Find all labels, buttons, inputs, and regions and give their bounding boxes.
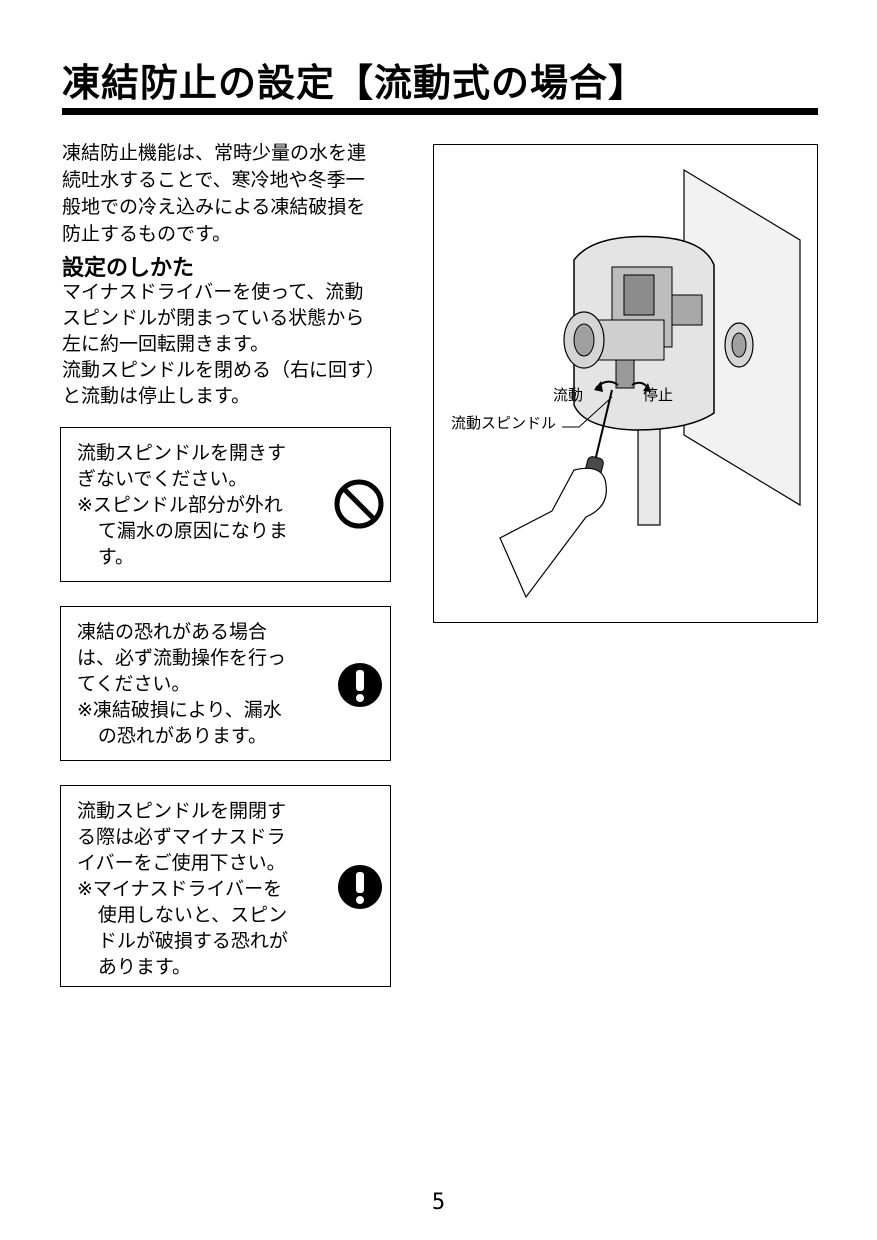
caution-text: 凍結の恐れがある場合 は、必ず流動操作を行っ てください。 ※凍結破損により、漏… <box>77 619 317 749</box>
caution-note: す。 <box>97 546 134 568</box>
sleeve <box>499 510 587 599</box>
label-flow-spindle: 流動スピンドル <box>451 414 557 432</box>
caution-line: ぎないでください。 <box>77 468 248 490</box>
intro-line: 防止するものです。 <box>62 223 232 245</box>
intro-line: 般地での冷え込みによる凍結破損を <box>62 196 366 218</box>
caution-note: ※マイナスドライバーを <box>77 878 283 900</box>
intro-paragraph: 凍結防止機能は、常時少量の水を連 続吐水することで、寒冷地や冬季一 般地での冷え… <box>62 140 407 248</box>
caution-text: 流動スピンドルを開閉す る際は必ずマイナスドラ イバーをご使用下さい。 ※マイナ… <box>77 798 317 980</box>
caution-line: 流動スピンドルを開きす <box>77 442 287 464</box>
label-stop: 停止 <box>643 386 674 404</box>
valve-drawing <box>499 168 801 599</box>
instruction-line: スピンドルが閉まっている状態から <box>62 307 365 329</box>
page-title: 凍結防止の設定【流動式の場合】 <box>62 61 648 105</box>
screwdriver-shaft <box>595 389 613 458</box>
caution-note: の恐れがあります。 <box>97 725 267 747</box>
page-number: 5 <box>431 1190 446 1215</box>
mandatory-icon <box>338 865 382 909</box>
intro-line: 続吐水することで、寒冷地や冬季一 <box>62 169 365 191</box>
caution-note: あります。 <box>97 956 191 978</box>
instruction-line: 流動スピンドルを閉める（右に回す） <box>62 359 386 381</box>
caution-box-mandatory: 凍結の恐れがある場合 は、必ず流動操作を行っ てください。 ※凍結破損により、漏… <box>60 606 391 761</box>
instruction-line: マイナスドライバーを使って、流動 <box>62 281 364 303</box>
prohibition-icon <box>334 479 384 529</box>
caution-box-prohibition: 流動スピンドルを開きす ぎないでください。 ※スピンドル部分が外れ て漏水の原因… <box>60 427 391 582</box>
caution-note: 使用しないと、スピン <box>97 904 288 926</box>
caution-line: てください。 <box>77 673 191 695</box>
hand <box>551 467 607 521</box>
mandatory-icon <box>338 663 382 707</box>
valve-illustration: 流動 停止 流動スピンドル <box>433 144 818 623</box>
caution-box-mandatory: 流動スピンドルを開閉す る際は必ずマイナスドラ イバーをご使用下さい。 ※マイナ… <box>60 785 391 987</box>
caution-note: て漏水の原因になりま <box>97 520 288 542</box>
section-heading: 設定のしかた <box>62 256 195 281</box>
label-flow: 流動 <box>553 386 584 404</box>
caution-line: は、必ず流動操作を行っ <box>77 647 287 669</box>
caution-line: イバーをご使用下さい。 <box>77 852 286 874</box>
flow-spindle <box>615 359 635 389</box>
caution-note: ※スピンドル部分が外れ <box>77 494 283 516</box>
caution-line: 凍結の恐れがある場合 <box>77 621 268 643</box>
caution-line: 流動スピンドルを開閉す <box>77 800 287 822</box>
instruction-line: と流動は停止します。 <box>62 385 251 407</box>
caution-note: ドルが破損する恐れが <box>97 930 288 952</box>
instruction-line: 左に約一回転開きます。 <box>62 333 270 355</box>
intro-line: 凍結防止機能は、常時少量の水を連 <box>62 142 367 164</box>
setting-instructions: マイナスドライバーを使って、流動 スピンドルが閉まっている状態から 左に約一回転… <box>62 279 407 409</box>
caution-line: る際は必ずマイナスドラ <box>77 826 286 848</box>
title-rule <box>62 108 818 115</box>
caution-text: 流動スピンドルを開きす ぎないでください。 ※スピンドル部分が外れ て漏水の原因… <box>77 440 317 570</box>
caution-note: ※凍結破損により、漏水 <box>77 699 282 721</box>
drain-pipe <box>637 414 661 526</box>
